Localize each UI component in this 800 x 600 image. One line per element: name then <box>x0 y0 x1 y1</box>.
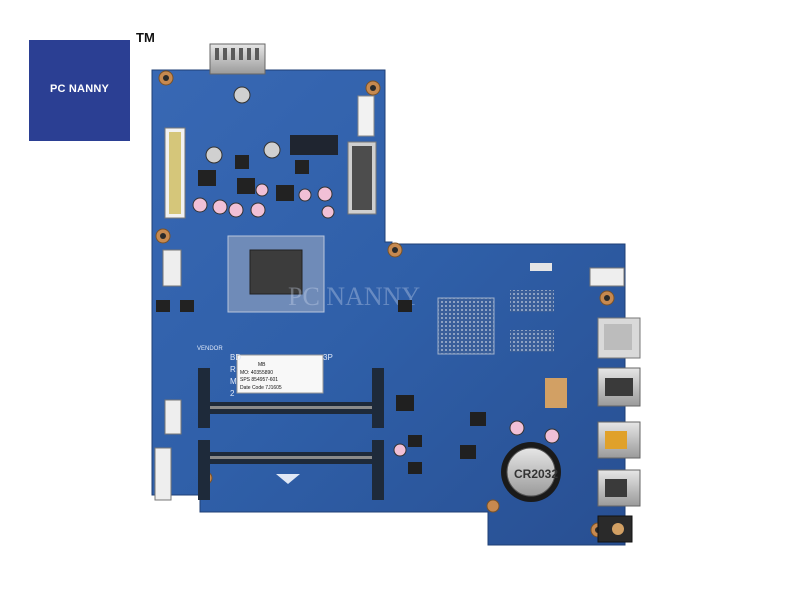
sticker-line-3: SPS 854957-601 <box>240 377 278 383</box>
pc-nanny-logo: PC NANNY <box>29 40 130 141</box>
silk-board-suffix: 3P <box>323 353 333 362</box>
small-connector <box>357 95 375 137</box>
wlan-slot <box>290 135 338 155</box>
silk-row-r: R <box>230 365 236 374</box>
pcb-board <box>151 69 626 546</box>
silk-board-top: BD <box>230 353 241 362</box>
ram-slot-2 <box>198 440 384 500</box>
ram-slot-1 <box>198 368 384 428</box>
silk-vendor: VENDOR <box>197 346 223 352</box>
battery-label: CR2032 <box>514 467 558 481</box>
trademark-symbol: TM <box>136 30 155 45</box>
cpu-die <box>249 249 303 295</box>
silk-row-m: M <box>230 377 237 386</box>
silk-row-2: 2 <box>230 389 235 398</box>
io-connector <box>154 447 172 501</box>
sticker-line-4: Date Code 7J1605 <box>240 385 282 391</box>
sticker-line-2: MO: 40355890 <box>240 370 273 376</box>
logo-text: PC NANNY <box>49 83 110 95</box>
keyboard-connector <box>162 249 182 287</box>
touchpad-connector <box>164 399 182 435</box>
sticker-line-1: MB <box>258 362 266 368</box>
capacitors <box>192 86 335 219</box>
chipset <box>437 297 495 355</box>
label-sticker <box>236 354 324 394</box>
